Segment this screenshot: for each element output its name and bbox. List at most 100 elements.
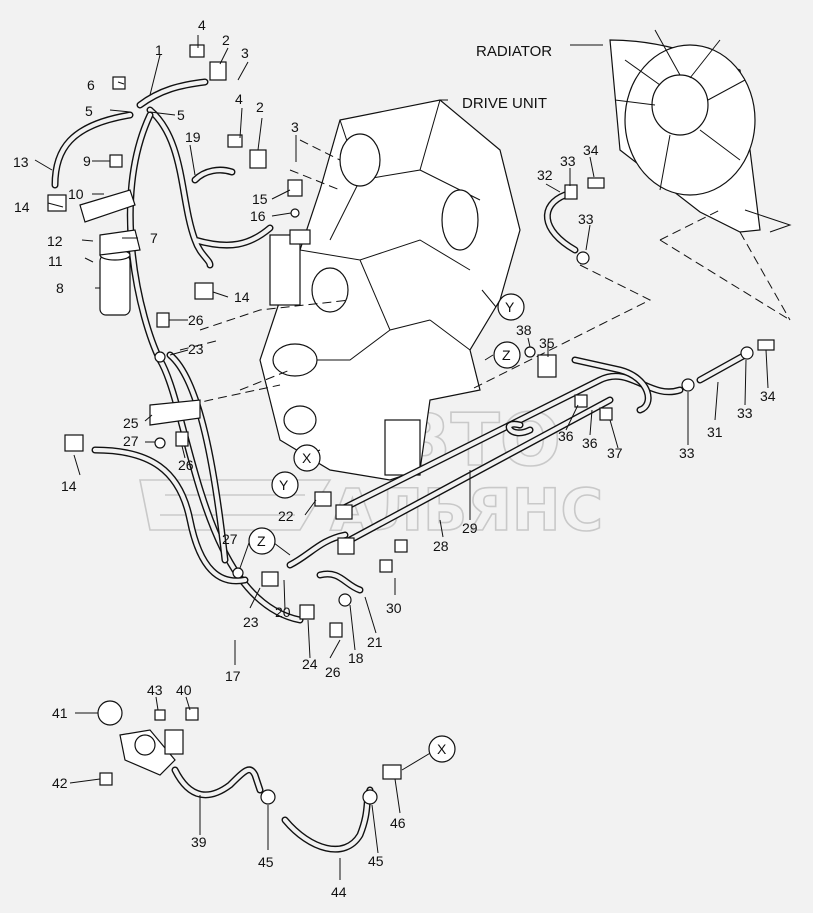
label-26c: 26 [325, 664, 341, 680]
ref-x-2-label: X [437, 741, 447, 757]
label-2b: 2 [256, 99, 264, 115]
label-23a: 23 [188, 341, 204, 357]
label-1: 1 [155, 42, 163, 58]
label-39: 39 [191, 834, 207, 850]
ref-z-2 [248, 527, 276, 555]
watermark-line-2: АЛЬЯНС [330, 476, 603, 544]
label-13: 13 [13, 154, 29, 170]
label-20: 20 [275, 604, 291, 620]
fitting-34a [587, 177, 605, 189]
label-7: 7 [150, 230, 158, 246]
ref-y-2-label: Y [279, 477, 289, 493]
label-32: 32 [537, 167, 553, 183]
label-33c: 33 [679, 445, 695, 461]
label-26b: 26 [178, 457, 194, 473]
label-3b: 3 [291, 119, 299, 135]
washer-27b [232, 567, 244, 579]
label-29: 29 [462, 520, 478, 536]
label-44: 44 [331, 884, 347, 900]
label-11: 11 [48, 253, 63, 269]
fitting-14a [47, 194, 67, 212]
label-24: 24 [302, 656, 318, 672]
label-46: 46 [390, 815, 406, 831]
label-40: 40 [176, 682, 192, 698]
bolt-9 [109, 154, 123, 168]
ref-x-1-label: X [302, 450, 312, 466]
washer-16 [290, 208, 300, 218]
bolt-42 [99, 772, 113, 786]
label-2a: 2 [222, 32, 230, 48]
label-33b: 33 [578, 211, 594, 227]
fitting-30b [379, 559, 393, 573]
label-30: 30 [386, 600, 402, 616]
label-41: 41 [52, 705, 68, 721]
label-22: 22 [278, 508, 294, 524]
clamp-33d [740, 346, 754, 360]
dashed-lines [149, 139, 652, 416]
watermark-logo [139, 479, 332, 531]
drive-unit-title: DRIVE UNIT [462, 95, 547, 112]
label-27a: 27 [123, 433, 139, 449]
clamp-33c [681, 378, 695, 392]
label-18: 18 [348, 650, 364, 666]
label-43: 43 [147, 682, 163, 698]
part-labels: 1 2 2 3 3 4 4 5 5 6 7 8 9 10 11 12 13 14… [13, 17, 776, 900]
label-31: 31 [707, 424, 723, 440]
ref-y-2 [271, 471, 299, 499]
ref-z-1-label: Z [502, 347, 511, 363]
label-34a: 34 [583, 142, 599, 158]
label-27b: 27 [222, 531, 238, 547]
parts [47, 44, 775, 805]
radiator: RADIATOR [476, 29, 792, 321]
bracket-29 [335, 504, 353, 520]
clamp-23b [261, 571, 279, 587]
bolt-26c [329, 622, 343, 638]
label-6: 6 [87, 77, 95, 93]
cap-41 [97, 700, 123, 726]
label-14a: 14 [14, 199, 30, 215]
clamp-2b [249, 149, 267, 169]
bracket-filler [164, 729, 184, 755]
washer-23a [154, 351, 166, 363]
label-23b: 23 [243, 614, 259, 630]
ref-x-1 [293, 444, 321, 472]
fitting-22 [314, 491, 332, 507]
label-38: 38 [516, 322, 532, 338]
clamp-33b [576, 251, 590, 265]
label-4b: 4 [235, 91, 243, 107]
clamp-18 [338, 593, 352, 607]
fitting-34b [757, 339, 775, 351]
ref-z-2-label: Z [257, 533, 266, 549]
bracket-28 [337, 537, 355, 555]
label-25: 25 [123, 415, 139, 431]
label-9: 9 [83, 153, 91, 169]
label-36b: 36 [582, 435, 598, 451]
filter-head-7 [99, 229, 141, 256]
bolt-4b [227, 134, 243, 148]
label-16: 16 [250, 208, 266, 224]
plate-10 [79, 189, 136, 223]
bracket-35 [537, 354, 557, 378]
fitting-46 [382, 764, 402, 780]
clamp-33a [564, 184, 578, 200]
ref-y-1-label: Y [505, 299, 515, 315]
clamp-2a [209, 61, 227, 81]
label-15: 15 [252, 191, 268, 207]
clamp-45a [260, 789, 276, 805]
label-35: 35 [539, 335, 555, 351]
label-8: 8 [56, 280, 64, 296]
label-42: 42 [52, 775, 68, 791]
label-26a: 26 [188, 312, 204, 328]
nut-38 [524, 346, 536, 358]
oil-filter-8 [99, 254, 131, 316]
label-28: 28 [433, 538, 449, 554]
bolt-40 [185, 707, 199, 721]
bracket-25 [149, 399, 201, 426]
label-37: 37 [607, 445, 623, 461]
label-12: 12 [47, 233, 63, 249]
label-10: 10 [68, 186, 84, 202]
reference-markers: Y Z X Y Z X [248, 293, 525, 763]
label-36a: 36 [558, 428, 574, 444]
bolt-43 [154, 709, 166, 721]
